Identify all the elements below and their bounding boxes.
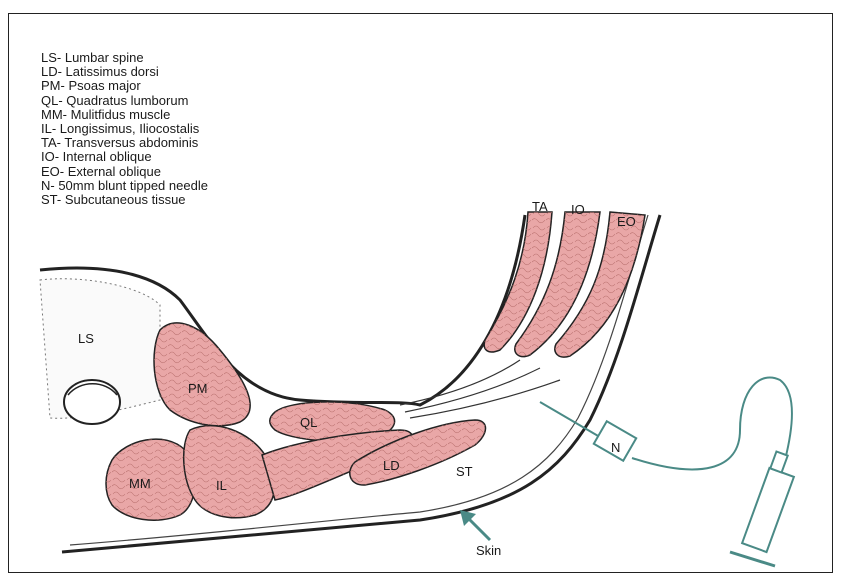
- vertebral-body: [64, 380, 120, 424]
- extension-tubing: [632, 377, 792, 469]
- label-ld: LD: [383, 458, 400, 473]
- psoas-major-texture: [154, 323, 250, 426]
- syringe-plunger-flange: [730, 552, 775, 566]
- label-mm: MM: [129, 476, 151, 491]
- label-ls: LS: [78, 331, 94, 346]
- skin-arrow-shaft: [468, 518, 490, 540]
- label-skin: Skin: [476, 543, 501, 558]
- label-eo: EO: [617, 214, 636, 229]
- label-io: IO: [571, 202, 585, 217]
- label-n: N: [611, 440, 620, 455]
- label-pm: PM: [188, 381, 208, 396]
- label-st: ST: [456, 464, 473, 479]
- syringe-tip: [770, 451, 787, 472]
- label-il: IL: [216, 478, 227, 493]
- label-ta: TA: [532, 199, 548, 214]
- label-ql: QL: [300, 415, 317, 430]
- syringe-barrel: [742, 468, 794, 552]
